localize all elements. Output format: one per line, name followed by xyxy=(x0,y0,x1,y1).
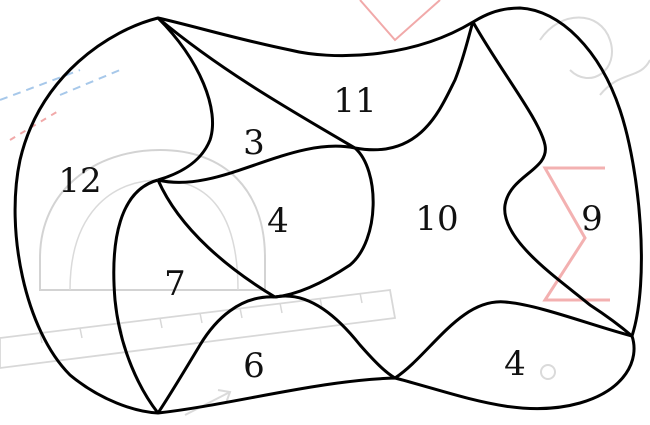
region-label-4-center: 4 xyxy=(267,201,289,241)
heart-doodle xyxy=(360,0,440,40)
ruler-outline xyxy=(0,290,395,368)
region-label-11: 11 xyxy=(333,81,376,121)
circle-doodle xyxy=(541,365,555,379)
outer-boundary xyxy=(15,8,641,413)
region-labels: 3 11 12 4 10 9 7 6 4 xyxy=(58,81,602,386)
region-label-7: 7 xyxy=(164,264,186,304)
region-label-12: 12 xyxy=(58,161,101,201)
dashed-blue-line xyxy=(0,70,80,100)
region-label-3: 3 xyxy=(243,123,265,163)
curve-7-left xyxy=(114,180,158,413)
dashed-red-line xyxy=(10,110,60,140)
curve-6-right xyxy=(275,296,395,378)
curve-center-right xyxy=(275,148,373,297)
interior-boundaries xyxy=(114,18,632,413)
curve-top-to-3 xyxy=(158,18,213,180)
region-label-10: 10 xyxy=(415,199,458,239)
region-label-6: 6 xyxy=(243,346,265,386)
region-label-9: 9 xyxy=(581,199,603,239)
background-doodles xyxy=(0,0,650,415)
region-label-4-bottom: 4 xyxy=(504,344,526,384)
ruler-ticks xyxy=(40,293,362,343)
